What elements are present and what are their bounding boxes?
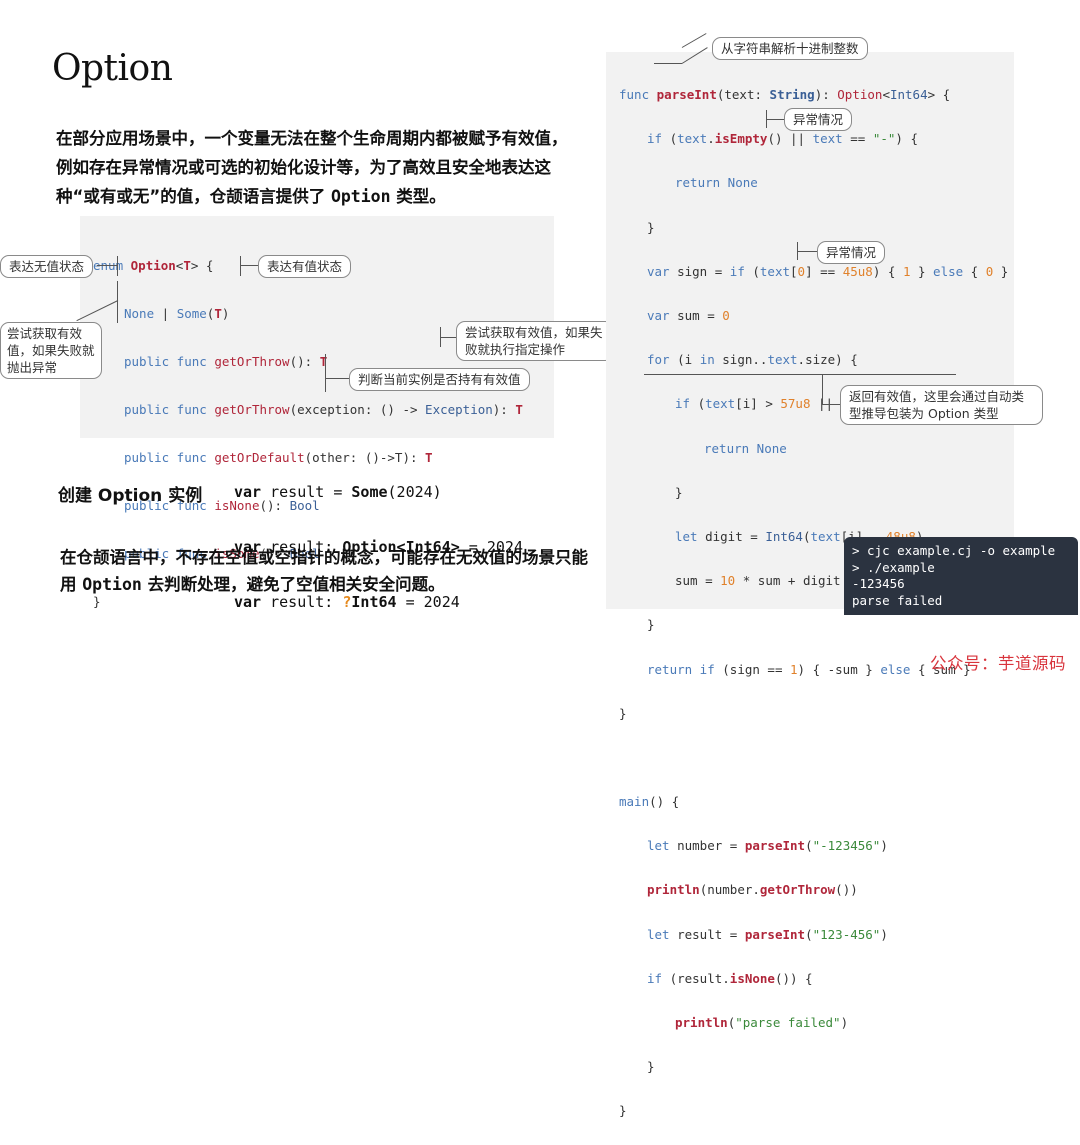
code-line: } — [93, 594, 101, 609]
enum-code: enum Option<T> { None | Some(T) public f… — [93, 230, 523, 638]
intro-code: Option — [330, 187, 391, 206]
terminal-line: > cjc example.cj -o example — [852, 543, 1056, 558]
callout-try-get-default: 尝试获取有效值，如果失败就执行指定操作 — [456, 321, 614, 361]
code-line: let digit = Int64(text[i] - 48u8) — [675, 528, 923, 544]
create-code: var result = Some(2024) var result: Opti… — [234, 451, 523, 644]
code-line: public func getOrDefault(other: ()->T): … — [124, 450, 433, 465]
callout-has-value: 表达有值状态 — [258, 255, 352, 278]
parseint-code-block — [606, 52, 1014, 609]
page-title: Option — [52, 48, 173, 89]
code-line: } — [647, 617, 655, 633]
callout-return-valid: 返回有效值，这里会通过自动类型推导包装为 Option 类型 — [840, 385, 1043, 425]
code-line: public func getOrThrow(exception: () -> … — [124, 402, 523, 417]
code-line: if (result.isNone()) { — [647, 970, 813, 986]
code-line: if (text.isEmpty() || text == "-") { — [647, 131, 918, 147]
connector-line — [240, 256, 241, 276]
outro-text-2: 去判断处理，避免了空值相关安全问题。 — [141, 575, 445, 594]
connector-line — [822, 404, 840, 405]
intro-text-1: 在部分应用场景中，一个变量无法在整个生命周期内都被赋予有效值，例如存在异常情况或… — [56, 129, 568, 206]
code-line: println(number.getOrThrow()) — [647, 882, 858, 898]
code-line: return None — [675, 175, 758, 191]
connector-line — [766, 119, 784, 120]
terminal-line: > ./example — [852, 559, 935, 575]
code-line: func parseInt(text: String): Option<Int6… — [619, 87, 951, 103]
code-line: let number = parseInt("-123456") — [647, 838, 888, 854]
connector-line — [822, 374, 823, 404]
code-line: main() { — [619, 794, 680, 810]
outro-paragraph: 在仓颉语言中，不存在空值或空指针的概念，可能存在无效值的场景只能用 Option… — [60, 544, 590, 598]
callout-no-value: 表达无值状态 — [0, 255, 94, 278]
callout-try-get-throw: 尝试获取有效值，如果失败就抛出异常 — [0, 322, 102, 379]
callout-exception-1: 异常情况 — [784, 108, 853, 131]
watermark: 公众号：芋道源码 — [930, 654, 1066, 673]
code-line — [619, 747, 1008, 769]
callout-exception-2: 异常情况 — [817, 241, 886, 264]
connector-line — [440, 337, 456, 338]
connector-line — [681, 33, 707, 48]
code-line: var result: Option<Int64> = 2024 — [234, 537, 523, 556]
code-line: return None — [704, 440, 787, 456]
code-line: None | Some(T) — [124, 306, 230, 321]
connector-line — [117, 256, 118, 276]
connector-line — [325, 354, 326, 392]
code-line: sum = 10 * sum + digit — [675, 573, 841, 589]
code-line: var result: ?Int64 = 2024 — [234, 592, 460, 611]
callout-parse-from-string: 从字符串解析十进制整数 — [712, 37, 868, 60]
connector-line — [654, 63, 682, 64]
code-line: public func isNone(): Bool — [124, 498, 320, 513]
connector-line — [644, 374, 956, 375]
intro-text-2: 类型。 — [390, 187, 446, 206]
outro-text-1: 在仓颉语言中，不存在空值或空指针的概念，可能存在无效值的场景只能用 — [60, 548, 588, 594]
connector-line — [117, 281, 118, 323]
create-section-label: 创建 Option 实例 — [58, 486, 203, 506]
terminal-output: > cjc example.cj -o example> ./example-1… — [844, 537, 1078, 615]
connector-line — [240, 265, 258, 266]
code-line: for (i in sign..text.size) { — [647, 352, 858, 368]
code-line: return if (sign == 1) { -sum } else { su… — [647, 661, 971, 677]
callout-check-instance: 判断当前实例是否持有有效值 — [349, 368, 530, 391]
code-line: var result = Some(2024) — [234, 482, 442, 501]
code-line: } — [647, 219, 655, 235]
code-line: public func isSome(): Bool — [124, 546, 320, 561]
code-line: var sign = if (text[0] == 45u8) { 1 } el… — [647, 263, 1009, 279]
intro-paragraph: 在部分应用场景中，一个变量无法在整个生命周期内都被赋予有效值，例如存在异常情况或… — [56, 124, 576, 211]
terminal-line: parse failed — [852, 592, 943, 608]
code-line: } — [647, 1059, 655, 1075]
code-line: } — [675, 484, 683, 500]
connector-line — [797, 251, 817, 252]
code-line: public func getOrThrow(): T — [124, 354, 328, 369]
terminal-line: -123456 — [852, 576, 905, 591]
connector-line — [97, 265, 117, 266]
code-line: println("parse failed") — [675, 1015, 849, 1031]
code-line: var sum = 0 — [647, 308, 730, 324]
connector-line — [325, 378, 349, 379]
code-line: let result = parseInt("123-456") — [647, 926, 888, 942]
code-line: } — [619, 705, 627, 721]
code-line: } — [619, 1103, 627, 1119]
outro-code: Option — [82, 575, 142, 594]
